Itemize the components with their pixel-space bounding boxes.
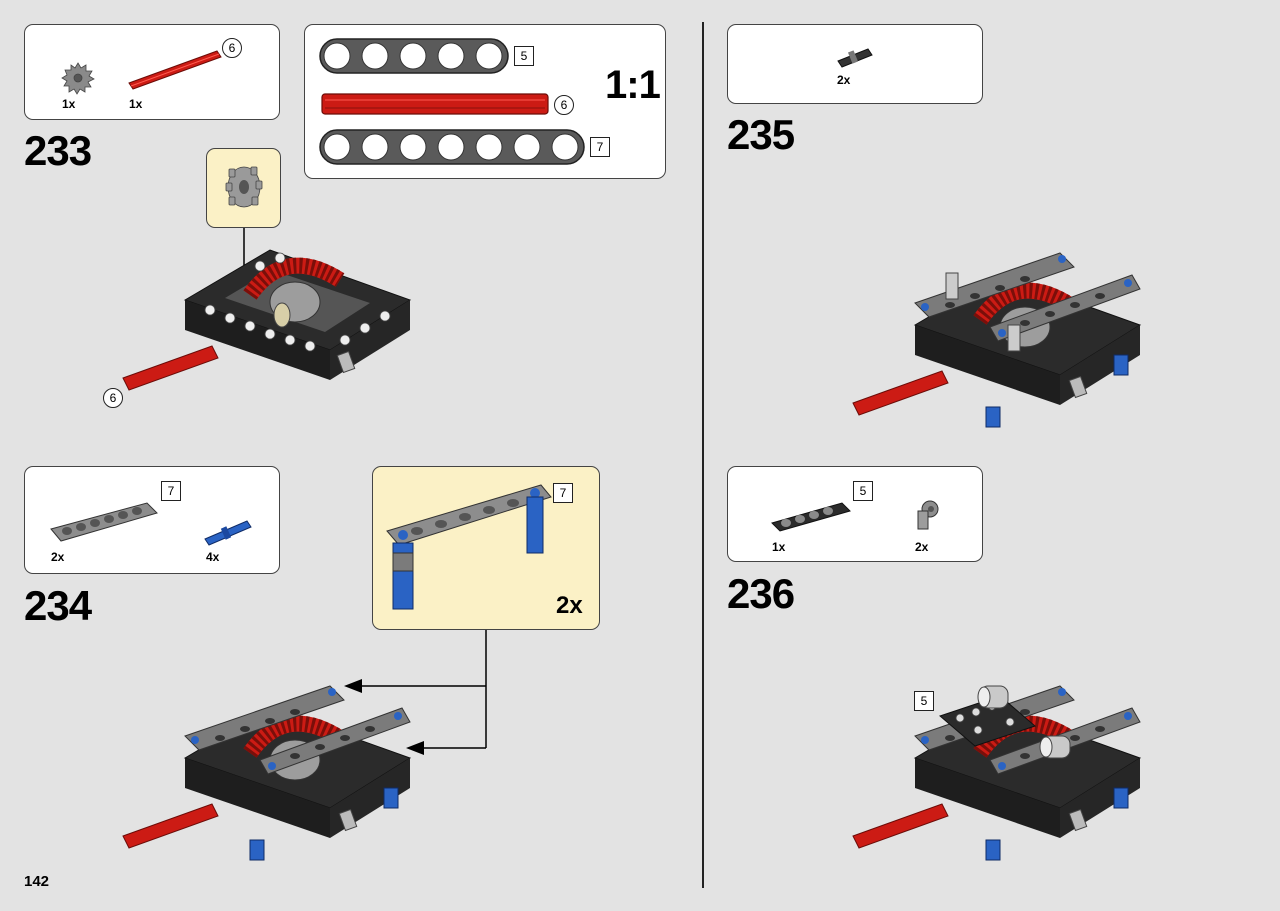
- grey-beam-qty: 2x: [51, 550, 65, 564]
- beam-5-scale-icon: [319, 38, 509, 74]
- gear-callout-icon: [225, 166, 263, 208]
- subassembly-beam-length-badge: 7: [553, 483, 573, 503]
- black-beam-length-badge: 5: [853, 481, 873, 501]
- page-number: 142: [24, 873, 50, 890]
- step-235-model: [852, 252, 1142, 428]
- step-236-number: 236: [727, 570, 795, 617]
- beam-7-length-label: 7: [590, 137, 610, 157]
- gear-icon: [61, 62, 95, 95]
- step-236-beam-length-callout: 5: [914, 691, 934, 711]
- axle-length-badge: 6: [222, 38, 242, 58]
- step-236-parts-box: 5 1x 2x: [727, 466, 983, 562]
- black-beam-qty: 1x: [772, 540, 786, 554]
- step-236-model: [852, 685, 1142, 861]
- step-233-parts-box: 1x 1x 6: [24, 24, 280, 120]
- step-234-model: [122, 685, 412, 861]
- scale-ruler-box: 5 6 7 1:1: [304, 24, 666, 179]
- grey-connector-icon: [917, 500, 939, 530]
- grey-beam-7-icon: [50, 502, 158, 542]
- step-234-parts-box: 7 2x 4x: [24, 466, 280, 574]
- subassembly-multiplier: 2x: [556, 592, 583, 619]
- blue-pin-qty: 4x: [206, 550, 220, 564]
- step-235-number: 235: [727, 111, 795, 158]
- gear-qty: 1x: [62, 97, 76, 111]
- grey-connector-qty: 2x: [915, 540, 929, 554]
- beam-5-length-label: 5: [514, 46, 534, 66]
- page-column-divider: [702, 22, 704, 888]
- subassembly-beam-frame: [386, 484, 552, 610]
- step-233-axle-length-callout: 6: [103, 388, 123, 408]
- step-233-model: [122, 249, 412, 391]
- step-235-parts-box: 2x: [727, 24, 983, 104]
- blue-pin-icon: [204, 520, 252, 546]
- step-233-number: 233: [24, 127, 92, 174]
- scale-label: 1:1: [605, 63, 661, 107]
- axle-qty: 1x: [129, 97, 143, 111]
- step-233-gear-callout: [206, 148, 281, 228]
- red-axle-icon: [128, 50, 222, 90]
- black-beam-5-icon: [771, 502, 851, 532]
- grey-beam-length-badge: 7: [161, 481, 181, 501]
- black-pin-icon: [837, 48, 873, 68]
- axle-6-length-label: 6: [554, 95, 574, 115]
- subassembly-placement-arrows: [344, 630, 487, 755]
- black-pin-qty: 2x: [837, 73, 851, 87]
- step-234-subassembly-callout: 7 2x: [372, 466, 600, 630]
- axle-6-scale-icon: [321, 93, 549, 115]
- beam-7-scale-icon: [319, 129, 585, 165]
- step-234-number: 234: [24, 582, 92, 629]
